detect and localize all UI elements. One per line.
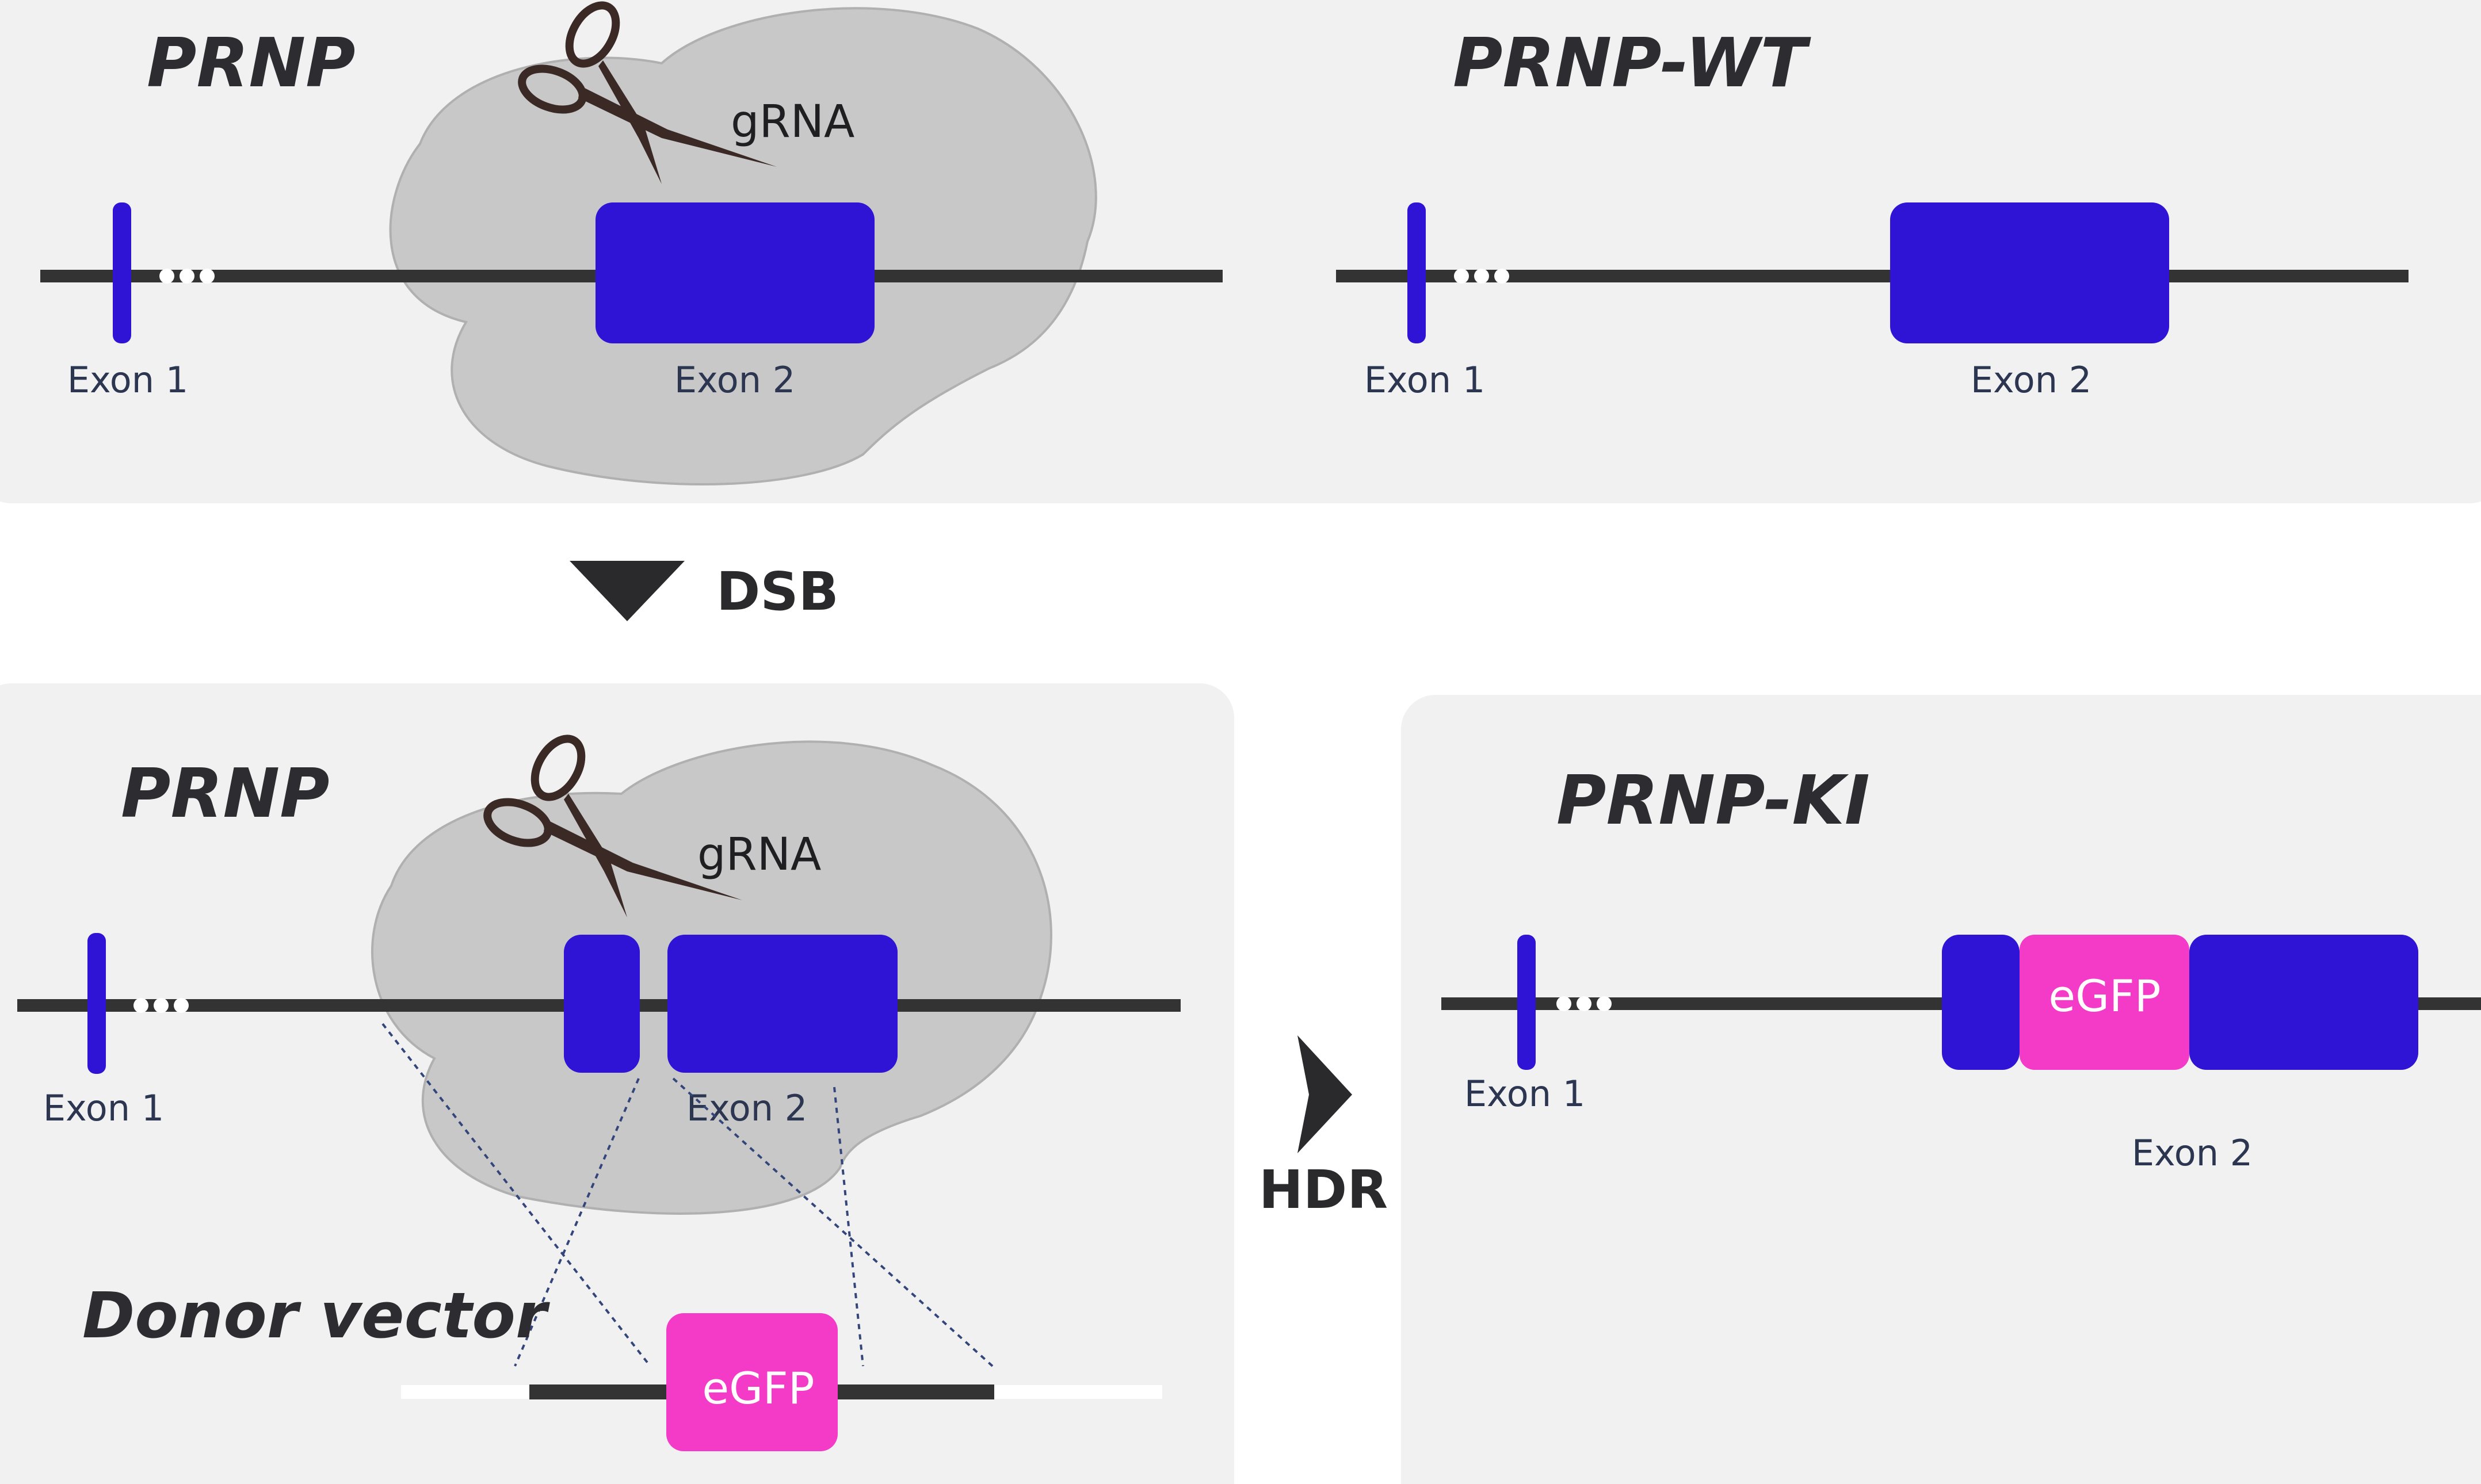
exon-2-left-fragment [564,935,640,1073]
exon-1-label: Exon 1 [43,1087,164,1129]
exon-1-label: Exon 1 [67,359,188,401]
ellipsis-dots [133,998,189,1013]
gene-title: PRNP-KI [1556,760,1870,840]
top-left-prnp-diagram: gRNA PRNP Exon 1 Exon 2 [40,0,1223,485]
ellipsis-dots [1556,996,1612,1011]
dsb-label: DSB [716,561,839,622]
exon-1 [87,933,106,1074]
exon-2-label: Exon 2 [2132,1132,2253,1174]
grna-label: gRNA [731,96,854,148]
exon-2-label: Exon 2 [1971,359,2091,401]
exon-2-right-fragment [667,935,898,1073]
hdr-label: HDR [1259,1159,1388,1221]
exon-2 [596,202,875,343]
bottom-left-panel: gRNA PRNP Exon 1 Exon 2 Donor vector eGF… [0,683,1234,1484]
exon-1 [1517,935,1536,1070]
homology-connectors [381,1023,994,1367]
bottom-right-panel: PRNP-KI eGFP Exon 1 Exon 2 [1401,695,2481,1484]
exon-1 [113,202,131,343]
gene-title: PRNP-WT [1453,23,1811,102]
hdr-step: HDR [1259,1035,1388,1221]
grna-label: gRNA [697,829,821,881]
dsb-arrow-icon [570,561,685,621]
hdr-arrow-icon [1297,1035,1352,1153]
ellipsis-dots [1454,269,1509,284]
egfp-label: eGFP [2048,970,2161,1022]
exon-1-label: Exon 1 [1364,359,1485,401]
exon-2-right-fragment [2189,935,2418,1070]
exon-1-label: Exon 1 [1464,1073,1585,1115]
top-right-prnp-wt-diagram: PRNP-WT Exon 1 Exon 2 [1336,23,2409,401]
exon-2 [1890,202,2169,343]
exon-2-label: Exon 2 [674,359,795,401]
gene-title: PRNP [121,754,330,833]
ellipsis-dots [159,269,215,284]
egfp-label: eGFP [702,1363,814,1414]
dsb-step: DSB [570,561,839,622]
bottom-right-panel-background [1401,695,2481,1484]
exon-2-left-fragment [1942,935,2020,1070]
gene-title: PRNP [147,23,356,102]
exon-1 [1407,202,1426,343]
egfp-insert [666,1313,838,1451]
donor-vector-label: Donor vector [82,1279,550,1352]
egfp-knockin [2020,935,2189,1070]
